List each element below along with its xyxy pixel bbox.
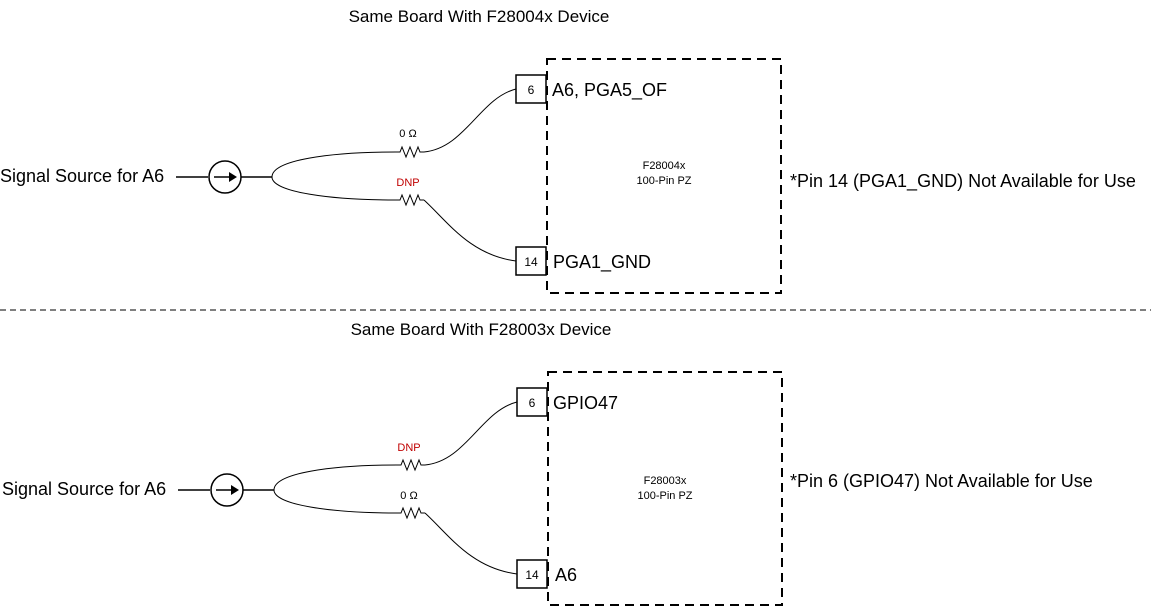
bottom-pin-6-box <box>516 387 548 417</box>
top-pin-6-number: 6 <box>528 83 535 97</box>
bottom-pin-14-number: 14 <box>525 568 539 582</box>
bottom-source-label: Signal Source for A6 <box>2 479 166 499</box>
bottom-wire-to-pin-6 <box>424 401 518 466</box>
top-device-package: 100-Pin PZ <box>636 175 691 187</box>
top-upper-resistor-icon <box>396 145 424 159</box>
top-note: *Pin 14 (PGA1_GND) Not Available for Use <box>790 171 1136 192</box>
top-pin-6-box <box>515 74 547 104</box>
bottom-device-box <box>547 371 783 606</box>
bottom-device-name: F28003x <box>644 475 687 487</box>
bottom-title: Same Board With F28003x Device <box>351 320 612 339</box>
bottom-wire-to-pin-14 <box>424 512 518 575</box>
bottom-pin-14-name: A6 <box>555 565 577 585</box>
top-wire-to-pin-6 <box>423 88 517 153</box>
top-device-name: F28004x <box>643 160 686 172</box>
top-pin-14-name: PGA1_GND <box>553 252 651 273</box>
top-source-arrow-head <box>229 172 237 182</box>
top-section: Same Board With F28004x Device F28004x 1… <box>0 7 1136 294</box>
bottom-pin-6-name: GPIO47 <box>553 393 618 413</box>
top-lower-branch <box>271 176 397 201</box>
top-lower-resistor-label: DNP <box>396 177 419 189</box>
top-device-box <box>546 58 782 294</box>
bottom-lower-resistor-label: 0 Ω <box>400 490 417 502</box>
top-upper-branch <box>271 151 397 178</box>
bottom-note: *Pin 6 (GPIO47) Not Available for Use <box>790 471 1093 491</box>
top-wire-to-pin-14 <box>423 199 517 262</box>
bottom-lower-branch <box>273 489 398 514</box>
top-upper-resistor-label: 0 Ω <box>399 128 416 140</box>
top-pin-6-name: A6, PGA5_OF <box>552 80 667 101</box>
bottom-section: Same Board With F28003x Device F28003x 1… <box>2 320 1093 606</box>
top-lower-resistor-icon <box>396 193 424 207</box>
bottom-device-package: 100-Pin PZ <box>637 490 692 502</box>
top-title: Same Board With F28004x Device <box>349 7 610 26</box>
bottom-pin-6-number: 6 <box>529 396 536 410</box>
top-pin-14-number: 14 <box>524 255 538 269</box>
top-source-label: Signal Source for A6 <box>0 166 164 186</box>
bottom-lower-resistor-icon <box>397 506 425 520</box>
bottom-source-arrow-head <box>231 485 239 495</box>
bottom-upper-resistor-label: DNP <box>397 442 420 454</box>
bottom-upper-resistor-icon <box>397 458 425 472</box>
bottom-upper-branch <box>273 464 398 491</box>
